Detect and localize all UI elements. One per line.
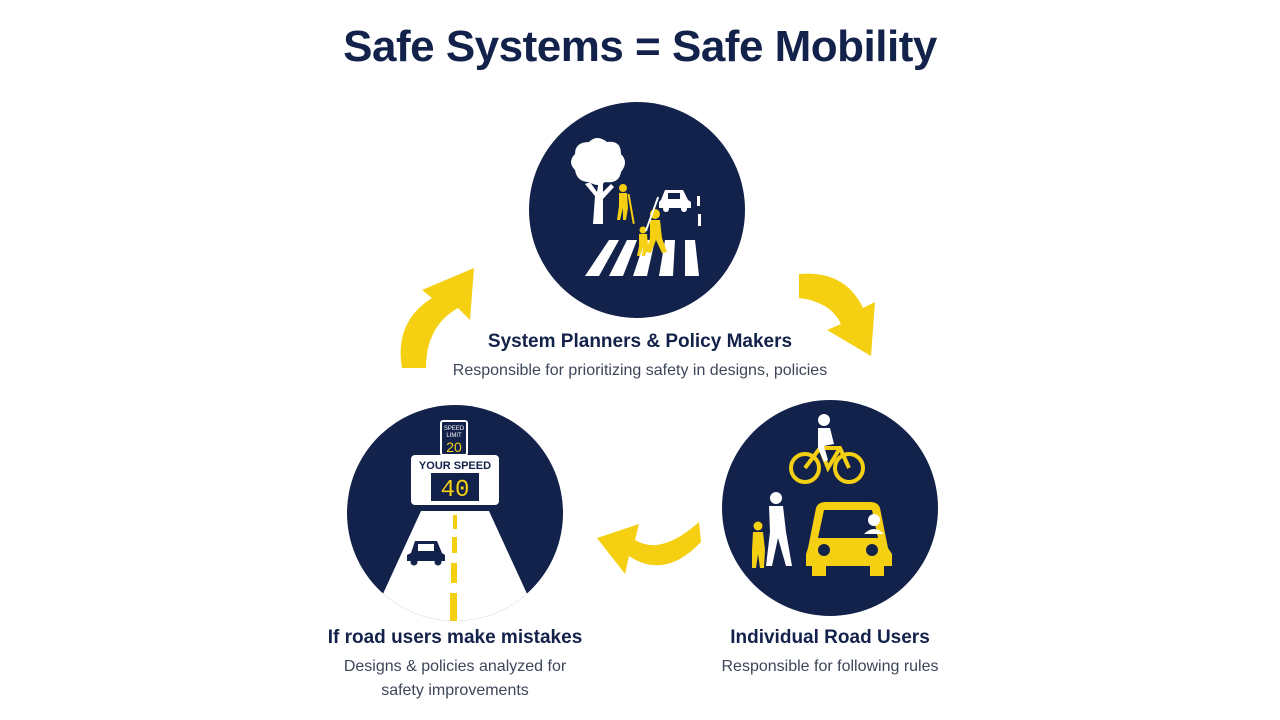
road-icon: [365, 511, 545, 621]
car-icon: [659, 190, 691, 212]
page-title: Safe Systems = Safe Mobility: [343, 22, 937, 71]
cycle-arrow-icon: [799, 273, 875, 356]
your-speed-value: 40: [441, 477, 470, 504]
mistakes-circle: SPEED LIMIT 20 YOUR SPEED 40: [347, 405, 563, 621]
mistakes-heading: If road users make mistakes: [327, 627, 583, 648]
mistakes-description-line2: safety improvements: [381, 682, 529, 699]
speed-limit-value: 20: [446, 439, 462, 455]
road-users-description: Responsible for following rules: [721, 658, 939, 675]
cycle-arrow-icon: [400, 268, 474, 368]
planners-description: Responsible for prioritizing safety in d…: [452, 362, 828, 379]
speed-limit-top: SPEED: [444, 426, 465, 432]
planners-heading: System Planners & Policy Makers: [487, 331, 793, 352]
road-users-label: Individual Road Users Responsible for fo…: [650, 627, 1010, 679]
pedestrian-icon: [617, 184, 667, 256]
planners-label: System Planners & Policy Makers Responsi…: [400, 331, 880, 383]
speed-sign-icon: SPEED LIMIT 20 YOUR SPEED 40: [411, 420, 499, 505]
planners-circle: [529, 102, 745, 318]
mistakes-description-line1: Designs & policies analyzed for: [343, 658, 567, 675]
cyclist-icon: [789, 414, 865, 484]
car-icon: [407, 541, 445, 566]
car-icon: [806, 502, 892, 576]
road-users-heading: Individual Road Users: [730, 627, 930, 648]
speed-limit-mid: LIMIT: [446, 433, 462, 439]
road-users-circle: [722, 400, 938, 616]
mistakes-label: If road users make mistakes Designs & po…: [280, 627, 630, 703]
cycle-arrow-icon: [597, 522, 701, 574]
your-speed-label: YOUR SPEED: [419, 460, 491, 472]
tree-icon: [571, 138, 625, 224]
pedestrian-icon: [752, 492, 792, 568]
